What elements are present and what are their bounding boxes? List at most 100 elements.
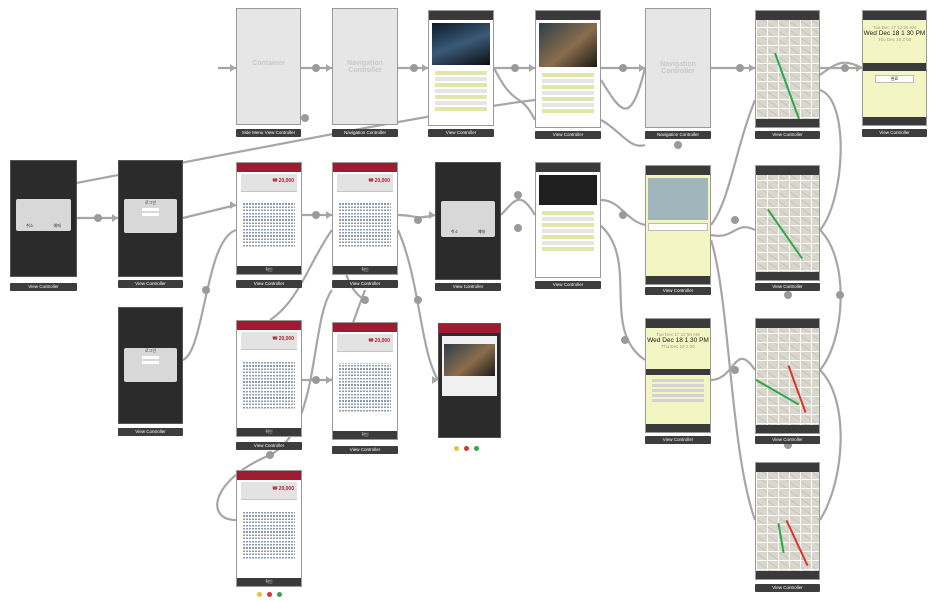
login-dialog: 로그인 <box>124 348 177 382</box>
dot-icon <box>454 446 459 451</box>
picker-row-next: Thu Dec 19 2 00 <box>661 344 695 349</box>
id-field[interactable] <box>142 208 159 211</box>
top-bar <box>536 11 600 20</box>
top-bar <box>429 11 493 20</box>
confirm-bar[interactable]: 확인 <box>237 578 301 586</box>
seat-map[interactable] <box>339 363 391 413</box>
movie-list-scene[interactable] <box>428 10 494 126</box>
top-bar <box>237 471 301 480</box>
login-title: 로그인 <box>144 348 157 353</box>
movie-poster <box>444 344 495 376</box>
scene-caption-view-5: View Controller <box>10 283 77 291</box>
confirm-bar[interactable]: 확인 <box>237 266 301 274</box>
date-picker-scene-2[interactable]: Tue Dec 17 12 50 AM Wed Dec 18 1 30 PM T… <box>645 318 711 433</box>
price-label: ₩ 20,000 <box>272 178 294 184</box>
bottom-bar <box>756 272 819 280</box>
seat-map[interactable] <box>339 203 391 248</box>
ok-button[interactable]: 예매 <box>53 223 61 228</box>
seat-map[interactable] <box>243 203 295 248</box>
seat-map[interactable] <box>243 361 295 410</box>
scene-caption-view-7: View Controller <box>118 428 183 436</box>
seat-count-selector[interactable]: ₩ 20,000 <box>241 174 297 192</box>
dot-icon <box>464 446 469 451</box>
password-field[interactable] <box>142 361 159 364</box>
top-bar <box>333 163 397 172</box>
container-label: Container <box>252 59 285 67</box>
bottom-bar <box>646 424 710 432</box>
navigation-controller-scene-1[interactable]: Navigation Controller <box>332 8 398 125</box>
date-picker[interactable]: Tue Dec 17 12 50 AM Wed Dec 18 1 30 PM T… <box>646 332 710 349</box>
login-scene-1[interactable]: 로그인 <box>118 160 183 277</box>
page-indicator <box>454 446 479 451</box>
navigation-controller-scene-2[interactable]: Navigation Controller <box>645 8 711 128</box>
price-label: ₩ 20,000 <box>272 336 294 342</box>
seat-selection-scene-2[interactable]: ₩ 20,000 확인 <box>332 162 398 275</box>
scene-caption-view-4: View Controller <box>862 129 927 137</box>
map-scene-4[interactable] <box>755 462 820 580</box>
scene-caption-view-17: View Controller <box>755 436 820 444</box>
top-bar <box>756 166 819 175</box>
booking-confirm-scene[interactable]: 취소 예매 <box>435 162 501 280</box>
price-label: ₩ 20,000 <box>368 338 390 344</box>
ticket-summary-scene[interactable] <box>438 323 501 438</box>
price-label: ₩ 20,000 <box>368 178 390 184</box>
segue-nodes <box>94 64 849 459</box>
option-list[interactable] <box>646 377 710 404</box>
seat-count-selector[interactable]: ₩ 20,000 <box>241 482 297 500</box>
page-indicator-2 <box>257 592 282 597</box>
bottom-bar <box>756 119 819 127</box>
login-scene-2[interactable]: 로그인 <box>118 307 183 424</box>
map-scene-1[interactable] <box>755 10 820 128</box>
scene-caption-view-15: View Controller <box>332 446 398 454</box>
id-field[interactable] <box>142 356 159 359</box>
password-field[interactable] <box>142 213 159 216</box>
map-route <box>766 208 804 260</box>
price-label: ₩ 20,000 <box>272 486 294 492</box>
map-route <box>777 523 785 553</box>
map-route <box>756 378 800 406</box>
date-picker-scene-1[interactable]: Tue Dec 17 12 50 AM Wed Dec 18 1 30 PM T… <box>862 10 927 126</box>
movie-info-scene[interactable] <box>535 162 601 278</box>
seat-count-selector[interactable]: ₩ 20,000 <box>337 174 393 192</box>
seat-selection-scene-1[interactable]: ₩ 20,000 확인 <box>236 162 302 275</box>
seat-selection-scene-3[interactable]: ₩ 20,000 확인 <box>236 320 302 437</box>
confirm-dialog-scene[interactable]: 취소 예매 <box>10 160 77 277</box>
bottom-bar <box>863 117 926 125</box>
date-picker[interactable]: Tue Dec 17 12 50 AM Wed Dec 18 1 30 PM T… <box>863 25 926 42</box>
confirm-bar[interactable]: 확인 <box>237 428 301 436</box>
map-scene-2[interactable] <box>755 165 820 281</box>
done-button[interactable]: 완료 <box>875 75 914 83</box>
seat-map[interactable] <box>243 511 295 560</box>
movie-poster <box>432 23 490 65</box>
movie-poster <box>539 23 597 67</box>
top-bar <box>237 321 301 330</box>
top-bar <box>756 319 819 328</box>
container-scene[interactable]: Container <box>236 8 301 125</box>
search-input[interactable] <box>648 223 708 231</box>
scene-caption-navigation-1: Navigation Controller <box>332 129 398 137</box>
map-scene-3[interactable] <box>755 318 820 434</box>
booking-dialog: 취소 예매 <box>441 201 495 237</box>
picker-row-prev: Tue Dec 17 12 50 AM <box>656 332 700 337</box>
seat-count-selector[interactable]: ₩ 20,000 <box>337 334 393 352</box>
movie-detail-scene[interactable] <box>535 10 601 128</box>
top-bar <box>756 11 819 20</box>
scene-caption-view-16: View Controller <box>645 436 711 444</box>
picker-row-selected: Wed Dec 18 1 30 PM <box>863 30 926 37</box>
seat-selection-scene-4[interactable]: ₩ 20,000 확인 <box>332 322 398 440</box>
seat-selection-scene-5[interactable]: ₩ 20,000 확인 <box>236 470 302 587</box>
bottom-bar <box>756 425 819 433</box>
scene-caption-view-3: View Controller <box>755 131 820 139</box>
scene-caption-view-14: View Controller <box>236 442 302 450</box>
ok-button[interactable]: 예매 <box>477 229 486 234</box>
seat-count-selector[interactable]: ₩ 20,000 <box>241 332 297 350</box>
search-scene[interactable] <box>645 165 711 285</box>
cancel-button[interactable]: 취소 <box>450 229 459 234</box>
scene-caption-navigation-2: Navigation Controller <box>645 131 711 139</box>
cancel-button[interactable]: 취소 <box>26 223 34 228</box>
confirm-bar[interactable]: 확인 <box>333 266 397 274</box>
confirm-bar[interactable]: 확인 <box>333 431 397 439</box>
picker-row-next: Thu Dec 19 2 00 <box>877 37 912 42</box>
bottom-bar <box>646 276 710 284</box>
